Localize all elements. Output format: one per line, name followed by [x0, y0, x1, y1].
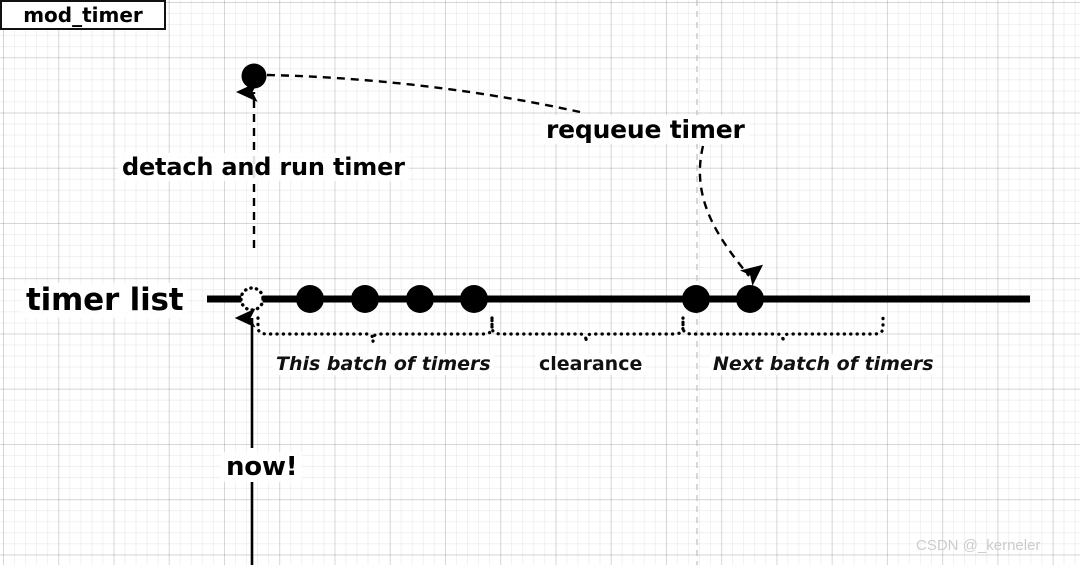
page-title: timer list	[22, 283, 188, 318]
timer-node	[406, 285, 434, 313]
mod-timer-connector	[266, 73, 581, 114]
next-batch-label: Next batch of timers	[710, 354, 937, 375]
this-batch-label: This batch of timers	[273, 354, 494, 375]
brace-clearance	[490, 316, 685, 343]
timer-node	[296, 285, 324, 313]
clearance-label: clearance	[536, 354, 646, 375]
timer-node	[736, 285, 764, 313]
watermark: CSDN @_kerneler	[916, 537, 1041, 554]
timer-node	[351, 285, 379, 313]
timer-node	[460, 285, 488, 313]
brace-next-batch	[681, 316, 885, 343]
detached-timer-node	[241, 63, 267, 89]
mod-timer-box: mod_timer	[0, 0, 166, 30]
requeue-timer-label: requeue timer	[542, 115, 749, 144]
brace-this-batch	[256, 316, 494, 343]
requeue-timer-arrow	[698, 145, 764, 286]
detach-and-run-label: detach and run timer	[118, 153, 409, 181]
now-node-marker	[239, 286, 265, 312]
timer-node	[682, 285, 710, 313]
now-label: now!	[221, 452, 303, 482]
